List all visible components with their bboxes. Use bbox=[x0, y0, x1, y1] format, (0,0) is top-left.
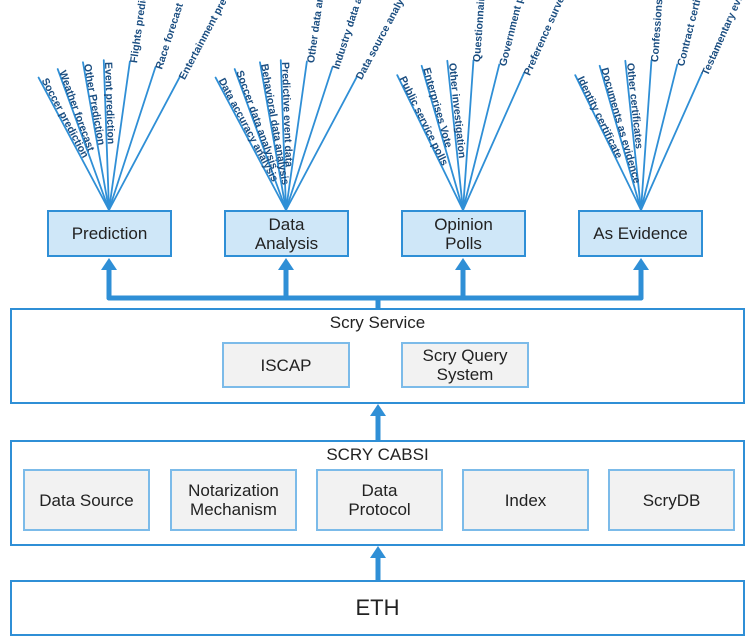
cabsi-to-service-arrow bbox=[370, 404, 386, 416]
leaf-connector bbox=[82, 61, 110, 211]
leaf-connector bbox=[420, 64, 464, 211]
cabsi-scrydb-box: ScryDB bbox=[608, 469, 735, 531]
leaf-connector bbox=[108, 76, 181, 211]
leaf-connector bbox=[37, 76, 110, 211]
eth-layer: ETH bbox=[10, 580, 745, 636]
leaf-connector bbox=[233, 68, 287, 211]
service-title: Scry Service bbox=[329, 313, 426, 332]
service-layer: Scry Service bbox=[10, 308, 745, 404]
service-query-system-box: Scry Query System bbox=[401, 342, 529, 388]
app-prediction-box: Prediction bbox=[47, 210, 172, 257]
leaf-connector bbox=[285, 76, 358, 211]
leaf-connector bbox=[285, 60, 308, 211]
leaf-connector bbox=[598, 64, 642, 211]
cabsi-index-box: Index bbox=[462, 469, 589, 531]
leaf-connector bbox=[279, 59, 287, 211]
leaf-connector bbox=[108, 66, 157, 211]
leaf-connector bbox=[446, 59, 464, 211]
leaf-connector bbox=[102, 59, 110, 211]
leaf-connector bbox=[462, 72, 525, 211]
eth-to-cabsi-arrow bbox=[370, 546, 386, 558]
leaf-connector bbox=[56, 68, 110, 211]
cabsi-title: SCRY CABSI bbox=[326, 445, 429, 464]
bus-to-app-arrow bbox=[101, 258, 117, 270]
bus-to-app-arrow bbox=[455, 258, 471, 270]
leaf-connector bbox=[640, 63, 679, 211]
app-opinion-polls-box: Opinion Polls bbox=[401, 210, 526, 257]
app-data-analysis-box: Data Analysis bbox=[224, 210, 349, 257]
leaf-connector bbox=[462, 63, 501, 211]
leaf-connector bbox=[574, 74, 642, 211]
leaf-connector bbox=[640, 59, 653, 211]
leaf-connector bbox=[108, 60, 131, 211]
leaf-connector bbox=[640, 72, 703, 211]
leaf-connector bbox=[396, 74, 464, 211]
eth-label: ETH bbox=[355, 595, 400, 620]
service-iscap-box: ISCAP bbox=[222, 342, 350, 388]
cabsi-data-protocol-box: Data Protocol bbox=[316, 469, 443, 531]
leaf-connector bbox=[624, 59, 642, 211]
leaf-connector bbox=[214, 76, 287, 211]
cabsi-notarization-box: Notarization Mechanism bbox=[170, 469, 297, 531]
leaf-connector bbox=[259, 61, 287, 211]
bus-to-app-arrow bbox=[278, 258, 294, 270]
leaf-label: Event prediction bbox=[101, 61, 117, 145]
bus-to-app-arrow bbox=[633, 258, 649, 270]
app-as-evidence-box: As Evidence bbox=[578, 210, 703, 257]
leaf-connector bbox=[462, 59, 475, 211]
leaf-connector bbox=[285, 66, 334, 211]
cabsi-data-source-box: Data Source bbox=[23, 469, 150, 531]
